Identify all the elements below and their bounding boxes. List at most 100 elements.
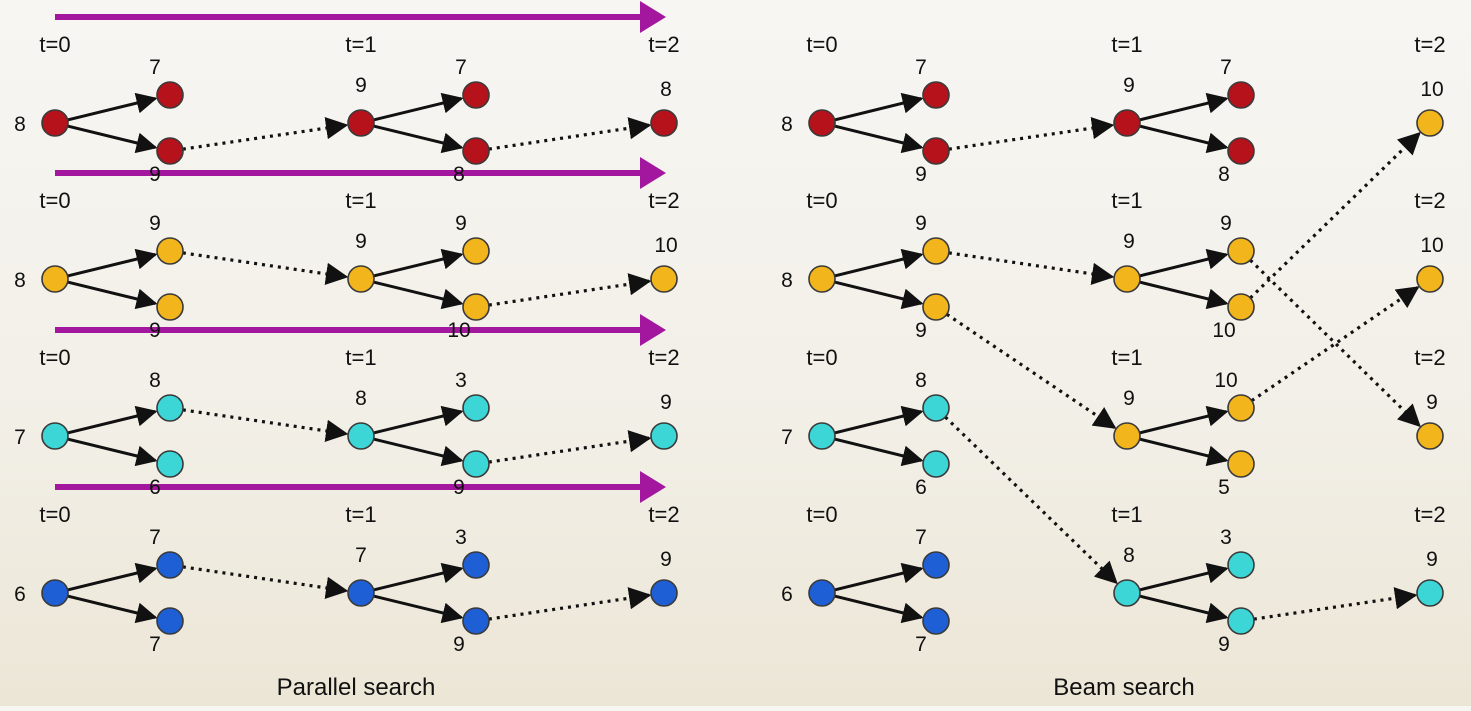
beam-select-yellow-9a — [948, 251, 1115, 285]
beam-start-2-t0-label: t=0 — [806, 188, 837, 213]
beam-mid-1-node — [1113, 109, 1141, 137]
parallel-row-2-t2-label: t=2 — [648, 188, 679, 213]
beam-mid-3-bottom-value: 5 — [1218, 476, 1230, 499]
beam-mid-3-bottom-node — [1227, 450, 1255, 478]
parallel-row-2-top-node — [156, 237, 184, 265]
parallel-row-3-t2-label: t=2 — [648, 345, 679, 370]
beam-start-3-top-value: 8 — [915, 369, 927, 392]
beam-mid-1-edge-bottom — [1139, 124, 1229, 154]
parallel-row-4-t2-label: t=2 — [648, 502, 679, 527]
beam-mid-4-top-node — [1227, 551, 1255, 579]
parallel-row-2-final-value: 10 — [654, 234, 677, 257]
parallel-row-1-mid-top-node — [462, 81, 490, 109]
beam-start-3-top-node — [922, 394, 950, 422]
beam-final-3-t2-label: t=2 — [1414, 345, 1445, 370]
beam-start-3-root-node — [808, 422, 836, 450]
beam-mid-4-bottom-node — [1227, 607, 1255, 635]
parallel-row-1-dotted-to-t2 — [488, 117, 652, 151]
parallel-row-4-bottom-value: 7 — [149, 633, 161, 656]
parallel-row-3-root-node — [41, 422, 69, 450]
parallel-search-caption: Parallel search — [277, 674, 436, 701]
parallel-row-1-mid-top-value: 7 — [455, 56, 467, 79]
beam-select-10-a — [1249, 131, 1421, 300]
beam-start-3-edge-top — [834, 405, 924, 435]
parallel-row-1-mid-bottom-node — [462, 137, 490, 165]
parallel-row-1-edge-mid-top — [373, 92, 464, 122]
parallel-row-2-mid-top-node — [462, 237, 490, 265]
parallel-row-4-edge-mid-top — [373, 562, 464, 592]
beam-start-4-root-value: 6 — [781, 583, 793, 606]
beam-mid-3-top-node — [1227, 394, 1255, 422]
beam-mid-4-t1-label: t=1 — [1111, 502, 1142, 527]
parallel-row-1-top-value: 7 — [149, 56, 161, 79]
beam-start-1-root-node — [808, 109, 836, 137]
parallel-row-1-mid-value: 9 — [355, 74, 367, 97]
parallel-row-2-bottom-value: 9 — [149, 319, 161, 342]
parallel-row-1-t2-label: t=2 — [648, 32, 679, 57]
beam-start-4-top-value: 7 — [915, 526, 927, 549]
parallel-row-2-t0-label: t=0 — [39, 188, 70, 213]
beam-mid-4-edge-top — [1139, 562, 1229, 592]
parallel-row-3-edge-mid-bottom — [373, 437, 464, 467]
parallel-row-4-mid-bottom-node — [462, 607, 490, 635]
parallel-row-4-mid-bottom-value: 9 — [453, 633, 465, 656]
parallel-row-1-dotted-to-t1 — [182, 117, 349, 151]
parallel-row-2-top-value: 9 — [149, 212, 161, 235]
parallel-row-1-edge-mid-bottom — [373, 124, 464, 154]
beam-mid-4-value: 8 — [1123, 544, 1135, 567]
beam-final-3-node — [1416, 422, 1444, 450]
parallel-row-2-edge-root-top — [67, 248, 158, 278]
beam-mid-2-top-node — [1227, 237, 1255, 265]
parallel-row-4-t1-label: t=1 — [345, 502, 376, 527]
beam-start-4-root-node — [808, 579, 836, 607]
beam-mid-2-top-value: 9 — [1220, 212, 1232, 235]
beam-start-1-root-value: 8 — [781, 113, 793, 136]
beam-mid-3-t1-label: t=1 — [1111, 345, 1142, 370]
beam-start-1-edge-bottom — [834, 124, 924, 154]
parallel-row-4-top-value: 7 — [149, 526, 161, 549]
beam-mid-3-node — [1113, 422, 1141, 450]
beam-start-3-edge-bottom — [834, 437, 924, 467]
beam-select-cyan-8 — [944, 415, 1118, 585]
beam-mid-3-edge-bottom — [1139, 437, 1229, 467]
beam-start-1-bottom-value: 9 — [915, 163, 927, 186]
parallel-row-4-bottom-node — [156, 607, 184, 635]
parallel-row-1-root-value: 8 — [14, 113, 26, 136]
beam-final-4-node — [1416, 579, 1444, 607]
parallel-row-4-dotted-to-t1 — [182, 565, 349, 599]
beam-mid-2-value: 9 — [1123, 230, 1135, 253]
beam-start-4-top-node — [922, 551, 950, 579]
beam-start-1-top-node — [922, 81, 950, 109]
parallel-row-2-root-value: 8 — [14, 269, 26, 292]
beam-final-2-t2-label: t=2 — [1414, 188, 1445, 213]
beam-mid-4-node — [1113, 579, 1141, 607]
parallel-row-2-mid-bottom-value: 10 — [447, 319, 470, 342]
parallel-row-1-edge-root-bottom — [67, 124, 158, 154]
nodes-layer — [41, 81, 1444, 635]
parallel-row-2-edge-mid-bottom — [373, 280, 464, 310]
parallel-row-3-top-value: 8 — [149, 369, 161, 392]
beam-start-2-bottom-node — [922, 293, 950, 321]
beam-final-2-node — [1416, 265, 1444, 293]
beam-start-2-root-node — [808, 265, 836, 293]
parallel-row-1-mid-bottom-value: 8 — [453, 163, 465, 186]
beam-final-4-value: 9 — [1426, 548, 1438, 571]
parallel-row-1-top-node — [156, 81, 184, 109]
beam-mid-3-edge-top — [1139, 405, 1229, 435]
beam-mid-2-t1-label: t=1 — [1111, 188, 1142, 213]
parallel-row-4-final-node — [650, 579, 678, 607]
parallel-row-3-edge-mid-top — [373, 405, 464, 435]
beam-start-2-edge-top — [834, 248, 924, 278]
beam-start-2-root-value: 8 — [781, 269, 793, 292]
parallel-row-1-root-node — [41, 109, 69, 137]
beam-mid-1-top-value: 7 — [1220, 56, 1232, 79]
beam-start-4-bottom-node — [922, 607, 950, 635]
parallel-row-1-final-node — [650, 109, 678, 137]
beam-start-4-edge-top — [834, 562, 924, 592]
parallel-row-4-final-value: 9 — [660, 548, 672, 571]
parallel-row-3-time-arrow-head — [640, 314, 666, 346]
parallel-row-3-dotted-to-t1 — [182, 408, 349, 442]
parallel-row-4-time-arrow-head — [640, 471, 666, 503]
